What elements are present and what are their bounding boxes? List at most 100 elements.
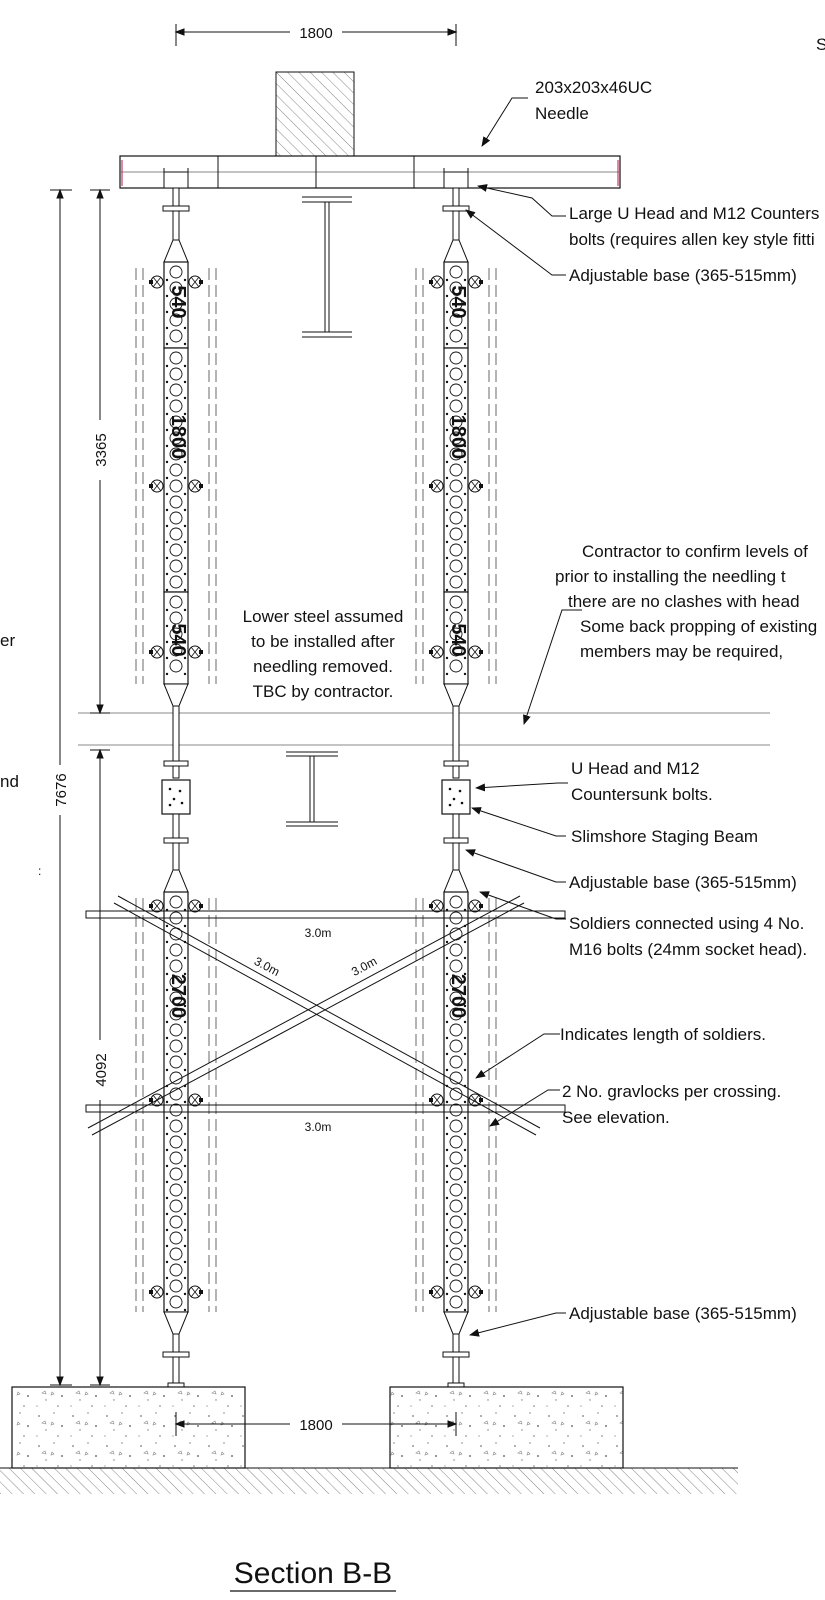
soldier-dot [183, 1036, 187, 1040]
soldier-hole [449, 627, 463, 641]
soldier-dot [183, 444, 187, 448]
clamp-bolt [429, 484, 433, 488]
clamp-bolt [429, 904, 433, 908]
soldier-hole [449, 1023, 463, 1037]
callout-staging-beam: Slimshore Staging Beam [571, 827, 758, 846]
clamp-bolt [429, 1290, 433, 1294]
overall-height-label: 7676 [53, 773, 70, 806]
soldier-dot [463, 608, 467, 612]
soldier-segment [443, 591, 469, 685]
soldier-dot [165, 1308, 169, 1312]
soldier-dot [165, 508, 169, 512]
soldier-dot [463, 460, 467, 464]
soldier-dot [445, 1228, 449, 1232]
soldier-dot [463, 588, 467, 592]
soldier-dot [463, 444, 467, 448]
staging-beam-dot [168, 787, 172, 791]
soldier-dot [183, 1132, 187, 1136]
soldier-hole [169, 1215, 183, 1229]
soldier-dot [463, 656, 467, 660]
clamp-bolt [199, 1098, 203, 1102]
soldier-hole [449, 643, 463, 657]
soldier-dot [183, 1180, 187, 1184]
clamp-detail [152, 646, 162, 658]
u-head-ears [163, 168, 189, 172]
soldier-dot [445, 956, 449, 960]
soldier-dot [165, 988, 169, 992]
soldier-hole [449, 1263, 463, 1277]
clamp-detail [432, 480, 442, 492]
soldier-dot [445, 476, 449, 480]
clamp-detail [190, 646, 200, 658]
u-head-large [163, 171, 189, 189]
clamp-bolt [429, 1098, 433, 1102]
soldier-hole [169, 1119, 183, 1133]
soldier-hole [169, 575, 183, 589]
soldier-dot [183, 310, 187, 314]
clamp-bolt [199, 904, 203, 908]
soldier-hole [169, 943, 183, 957]
soldier-dot [183, 656, 187, 660]
soldier-dot [165, 294, 169, 298]
clamp-bolt [199, 650, 203, 654]
callout-contractor-line1: Contractor to confirm levels of [582, 542, 808, 561]
clamp-detail [470, 276, 480, 288]
soldier-dot [165, 1068, 169, 1072]
soldier-dot [183, 492, 187, 496]
soldier-hole [449, 1247, 463, 1261]
base-plate [163, 760, 189, 767]
soldier-hole [449, 1119, 463, 1133]
lower-steel-note-line3: needling removed. [253, 657, 393, 676]
soldier-dot [463, 476, 467, 480]
soldier-dot [445, 492, 449, 496]
clamp-detail [432, 276, 442, 288]
soldier-dot [165, 444, 169, 448]
soldier-dot [183, 1148, 187, 1152]
clamp-detail [152, 276, 162, 288]
soldier-dot [445, 1052, 449, 1056]
soldier-hole [449, 511, 463, 525]
soldier-hole [169, 265, 183, 279]
soldier-right-middle-label: 1800 [447, 415, 469, 460]
soldier-hole [169, 1023, 183, 1037]
soldier-dot [183, 972, 187, 976]
soldier-dot [183, 556, 187, 560]
soldier-dot [165, 924, 169, 928]
soldier-dot [445, 326, 449, 330]
soldier-dot [183, 624, 187, 628]
soldier-dot [463, 326, 467, 330]
bracing [85, 895, 566, 1136]
soldier-segment [163, 261, 189, 349]
staging-beam [441, 779, 471, 815]
soldier-dot [463, 508, 467, 512]
soldier-hole [169, 1183, 183, 1197]
callout-soldiers-line2: M16 bolts (24mm socket head). [569, 940, 807, 959]
clamp-detail [432, 646, 442, 658]
soldier-hole [449, 1183, 463, 1197]
screw-rod [172, 1333, 180, 1388]
callout-u-head-line1: U Head and M12 [571, 759, 700, 778]
soldier-dot [183, 1068, 187, 1072]
staging-beam-dot [178, 789, 182, 793]
callout-adjustable-base-top: Adjustable base (365-515mm) [569, 266, 797, 285]
soldier-dot [165, 540, 169, 544]
soldier-dot [463, 1020, 467, 1024]
callout-needle-line1: 203x203x46UC [535, 78, 652, 97]
soldier-dot [463, 1196, 467, 1200]
clamp-detail [432, 900, 442, 912]
soldier-dot [445, 1036, 449, 1040]
soldier-hole [169, 991, 183, 1005]
soldier-dot [183, 476, 187, 480]
soldier-hole [449, 399, 463, 413]
clamp-detail [470, 1286, 480, 1298]
clamp-detail [470, 900, 480, 912]
soldier-dot [183, 640, 187, 644]
soldier-dot [445, 1020, 449, 1024]
staging-beam-dot [448, 787, 452, 791]
base-plate [442, 1351, 470, 1358]
soldier-dot [183, 342, 187, 346]
soldier-hole [449, 431, 463, 445]
soldier-dot [165, 1196, 169, 1200]
soldier-dot [165, 1292, 169, 1296]
soldier-dot [445, 1132, 449, 1136]
